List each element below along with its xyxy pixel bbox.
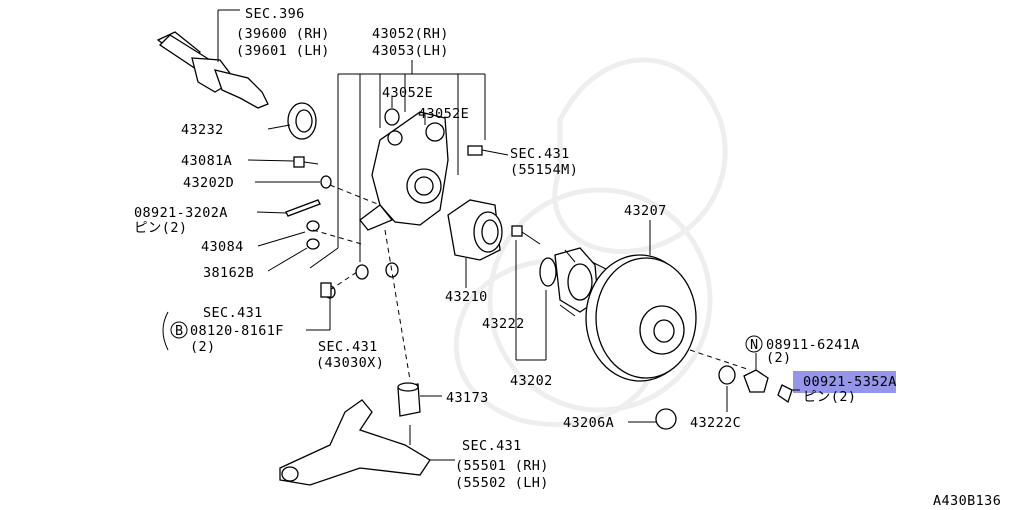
nut-43084-part[interactable]	[257, 220, 320, 247]
bolt-43081a-part[interactable]	[247, 156, 319, 168]
hub-bolt-43222-part[interactable]	[511, 225, 541, 360]
label-43210: 43210	[445, 289, 488, 305]
b-circle-icon	[170, 321, 188, 339]
nut-08911-part[interactable]	[743, 353, 769, 393]
label-sec431-arm: SEC.431	[462, 438, 522, 454]
label-55501: (55501 (RH)	[455, 458, 549, 474]
dashed-link-lines	[312, 184, 751, 381]
label-sec431-link: SEC.431	[318, 339, 378, 355]
43052e-leaders	[391, 96, 426, 125]
label-sec431-bolt: SEC.431	[203, 305, 263, 321]
label-43052e-a: 43052E	[382, 85, 433, 101]
label-43206a: 43206A	[563, 415, 614, 431]
knuckle-part[interactable]	[359, 108, 449, 231]
label-pin2-b: ピン(2)	[803, 389, 856, 405]
sensor-bolt-part[interactable]	[467, 145, 509, 156]
drive-shaft-part[interactable]	[156, 9, 269, 109]
label-sec396: SEC.396	[245, 6, 305, 22]
brake-disc-43207-part[interactable]	[585, 220, 697, 382]
label-b-circle: B	[175, 323, 184, 339]
label-43222: 43222	[482, 316, 525, 332]
label-39600: (39600 (RH)	[236, 26, 330, 42]
lower-arm-part[interactable]	[279, 399, 455, 486]
bracket-left	[162, 311, 169, 351]
label-43232: 43232	[181, 122, 224, 138]
label-n-circle: N	[750, 337, 759, 353]
label-43030x: (43030X)	[316, 355, 384, 371]
label-43081a: 43081A	[181, 153, 232, 169]
n-circle-icon	[745, 335, 763, 353]
label-43222c: 43222C	[690, 415, 741, 431]
label-pin2-a: ピン(2)	[134, 220, 187, 236]
washer-43202d-part[interactable]	[255, 175, 332, 189]
part-highlight	[793, 371, 896, 393]
figure-code: A430B136	[933, 493, 1001, 509]
cotter-pin-part[interactable]	[256, 199, 321, 217]
label-55154m: (55154M)	[510, 162, 578, 178]
label-43053: 43053(LH)	[372, 43, 449, 59]
label-sec431-sensor: SEC.431	[510, 146, 570, 162]
bolt-08120-part[interactable]	[306, 282, 332, 331]
label-43202d: 43202D	[183, 175, 234, 191]
cotter-pin-00921-part[interactable]	[777, 384, 800, 404]
label-43202: 43202	[510, 373, 553, 389]
label-qty2-b: (2)	[190, 339, 216, 355]
washer-38162b-part[interactable]	[267, 238, 320, 272]
leader-frame-43052	[309, 60, 486, 269]
hub-43202-part[interactable]	[516, 247, 609, 361]
bearing-43210-part[interactable]	[447, 199, 503, 288]
label-43173: 43173	[446, 390, 489, 406]
label-00921-5352a[interactable]: 00921-5352A	[803, 374, 897, 390]
seal-43232-part[interactable]	[267, 102, 317, 140]
cap-43206a-part[interactable]	[628, 408, 677, 430]
bushing-parts[interactable]	[324, 262, 399, 299]
label-55502: (55502 (LH)	[455, 475, 549, 491]
nut-43222c-part[interactable]	[718, 365, 736, 412]
label-43084: 43084	[201, 239, 244, 255]
label-08120-8161f: 08120-8161F	[190, 323, 284, 339]
label-qty2-n: (2)	[766, 350, 792, 366]
label-43052e-b: 43052E	[418, 106, 469, 122]
bump-stop-43173-part[interactable]	[397, 382, 442, 417]
label-43207: 43207	[624, 203, 667, 219]
label-39601: (39601 (LH)	[236, 43, 330, 59]
label-08911-6241a: 08911-6241A	[766, 337, 860, 353]
label-43052: 43052(RH)	[372, 26, 449, 42]
label-08921-3202a: 08921-3202A	[134, 205, 228, 221]
label-38162b: 38162B	[203, 265, 254, 281]
